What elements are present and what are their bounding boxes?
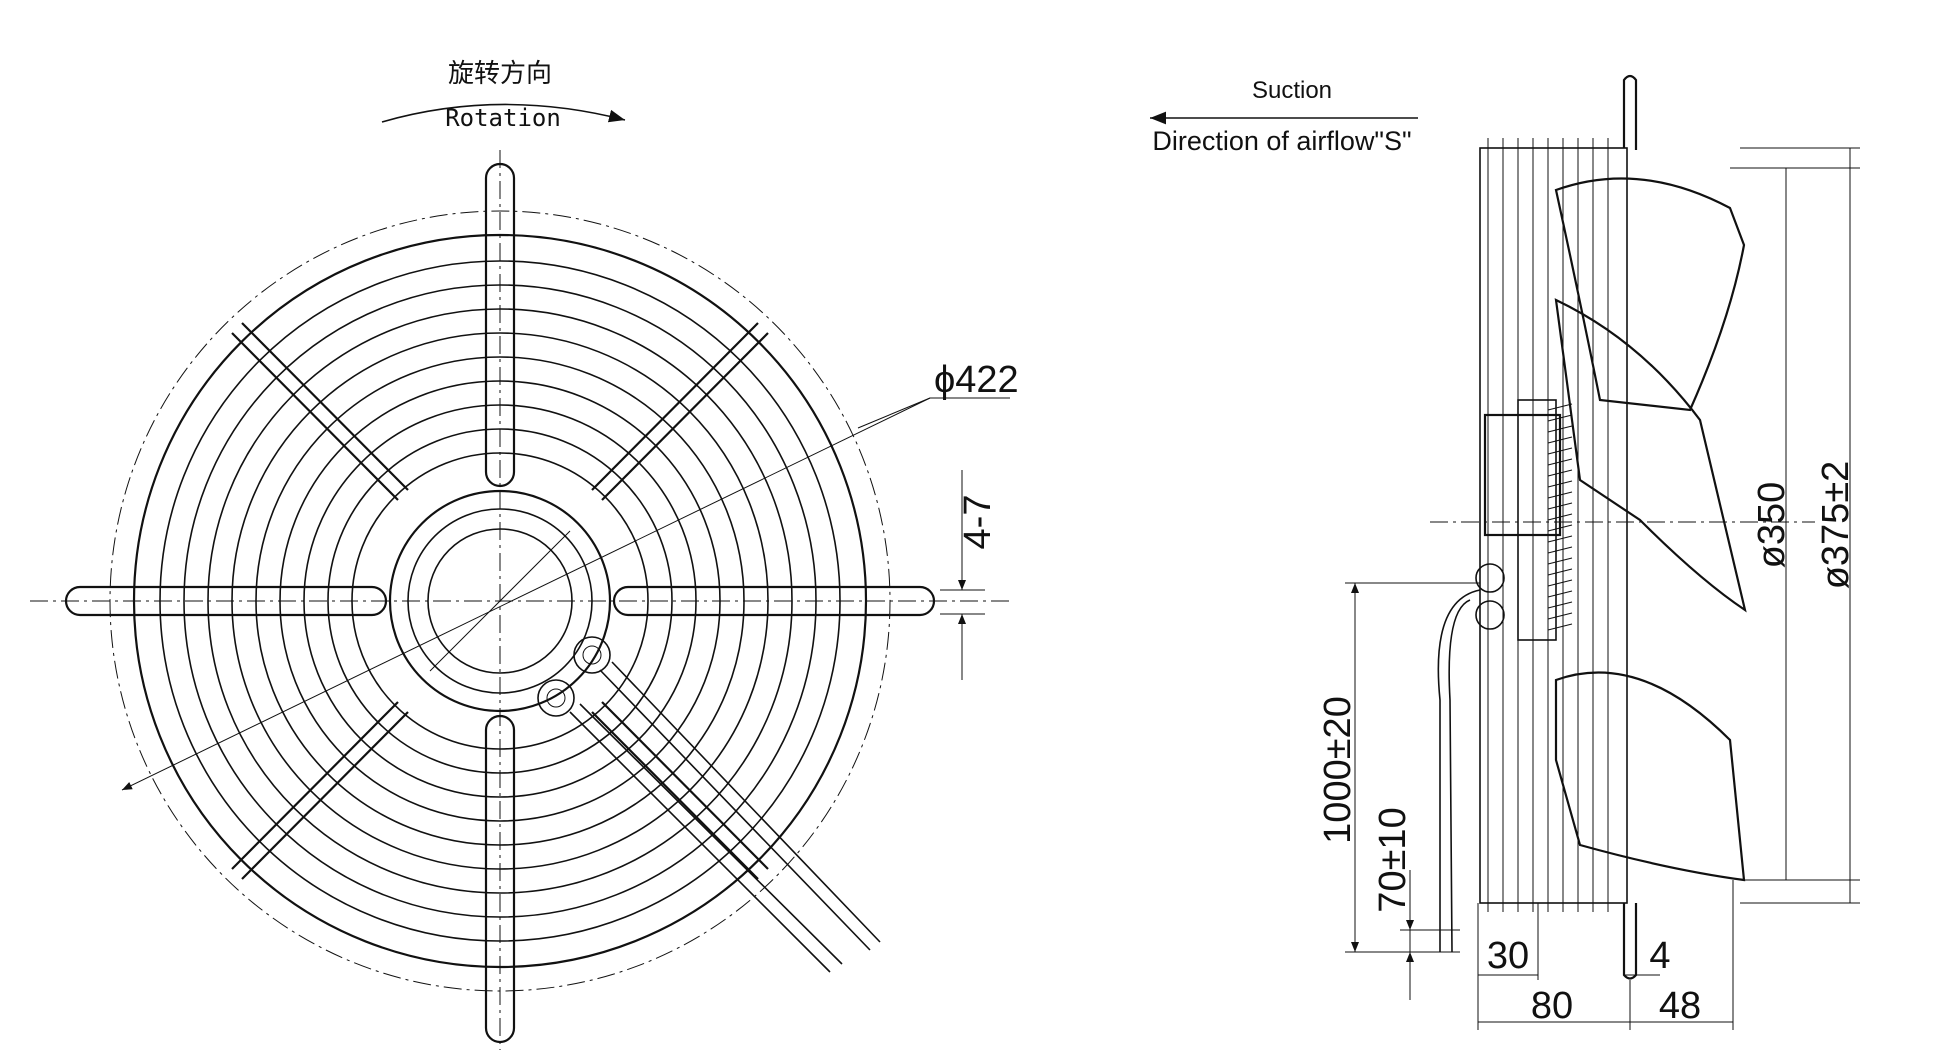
blade-bottom bbox=[1554, 671, 1746, 882]
dim-d350-label: ø350 bbox=[1751, 482, 1793, 569]
dim-outer-label: ϕ422 bbox=[934, 359, 1019, 401]
cable-gland-1 bbox=[573, 636, 611, 674]
motor-fin bbox=[1547, 623, 1573, 631]
suction-label: Suction bbox=[1252, 77, 1332, 104]
hub-outer bbox=[388, 489, 612, 713]
motor-fin bbox=[1547, 458, 1573, 466]
rotation-en-label: Rotation bbox=[445, 104, 561, 132]
motor-fin bbox=[1547, 601, 1573, 609]
blade-top bbox=[1554, 177, 1746, 412]
side-cable-gland-1 bbox=[1475, 563, 1505, 593]
front-view: 旋转方向 Rotation bbox=[30, 59, 1019, 1050]
motor-fin bbox=[1547, 447, 1573, 455]
airflow-label: Direction of airflow"S" bbox=[1152, 126, 1411, 156]
motor-fin bbox=[1547, 590, 1573, 598]
guard-cage bbox=[1487, 138, 1609, 912]
motor-fin bbox=[1547, 535, 1573, 543]
strut-bottom bbox=[484, 714, 516, 1044]
motor-fin bbox=[1547, 524, 1573, 532]
motor-fin bbox=[1547, 436, 1573, 444]
motor-fins bbox=[1547, 403, 1573, 631]
dim-cable-label: 1000±20 bbox=[1317, 696, 1359, 844]
motor-fin bbox=[1547, 414, 1573, 422]
motor-fin bbox=[1547, 469, 1573, 477]
dim-80-label: 80 bbox=[1531, 985, 1573, 1027]
dim-48-label: 48 bbox=[1659, 985, 1701, 1027]
dim-d375-label: ø375±2 bbox=[1815, 461, 1857, 590]
blade-mid bbox=[1554, 298, 1747, 613]
strut-top bbox=[484, 162, 516, 488]
dim-outer-leader bbox=[121, 397, 931, 791]
motor-fin bbox=[1547, 491, 1573, 499]
strut-right bbox=[612, 585, 936, 617]
rotation-arrow bbox=[381, 103, 626, 123]
motor-fin bbox=[1547, 403, 1573, 411]
motor-fin bbox=[1547, 557, 1573, 565]
side-cable-gland-2 bbox=[1475, 600, 1505, 630]
motor-fin bbox=[1547, 546, 1573, 554]
side-cable bbox=[1437, 589, 1481, 953]
dim-cable-strip-label: 70±10 bbox=[1372, 807, 1414, 912]
dim-hole-label: 4-7 bbox=[957, 495, 999, 550]
hub-inner bbox=[427, 528, 573, 674]
cable-gland-2 bbox=[537, 679, 575, 717]
motor-fin bbox=[1547, 568, 1573, 576]
diagonal-struts bbox=[231, 322, 769, 880]
motor-fin bbox=[1547, 502, 1573, 510]
mounting-foot-bottom bbox=[1622, 903, 1638, 980]
motor-fin bbox=[1547, 579, 1573, 587]
cable bbox=[569, 661, 881, 973]
hub-ring bbox=[407, 508, 593, 694]
motor-fin bbox=[1547, 480, 1573, 488]
mounting-foot-top bbox=[1622, 74, 1638, 150]
motor-housing bbox=[1483, 413, 1562, 537]
dim-30-label: 30 bbox=[1487, 935, 1529, 977]
strut-left bbox=[64, 585, 388, 617]
side-view: Suction Direction of airflow"S" ø350 ø37… bbox=[1150, 74, 1860, 1030]
motor-fin bbox=[1547, 612, 1573, 620]
dim-4-label: 4 bbox=[1649, 935, 1670, 977]
motor-fin bbox=[1547, 513, 1573, 521]
motor-fin bbox=[1547, 425, 1573, 433]
rotation-cn-label: 旋转方向 bbox=[448, 59, 552, 89]
